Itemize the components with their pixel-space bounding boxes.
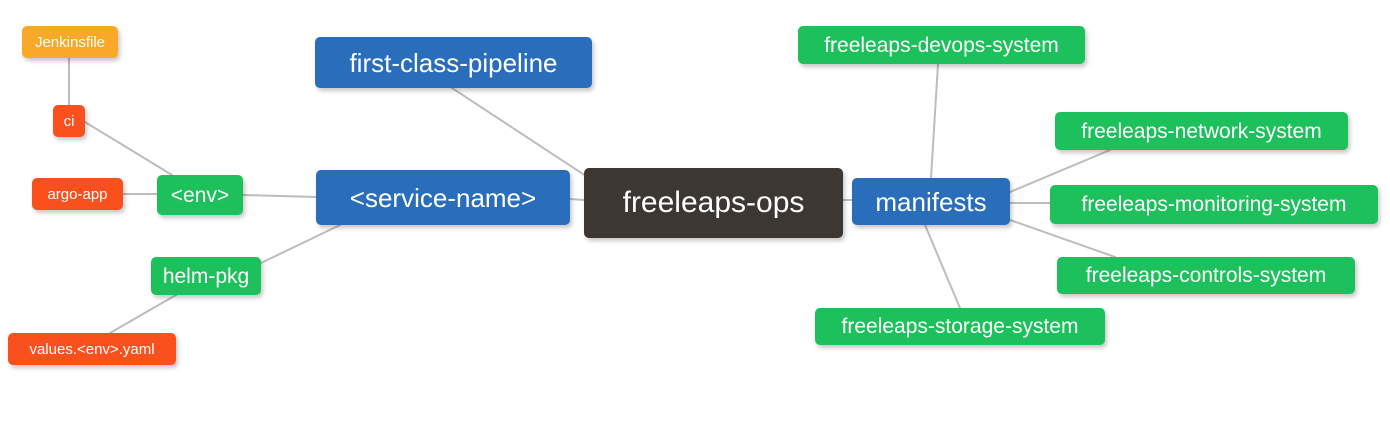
node-label-argo-app: argo-app <box>47 185 108 203</box>
node-label-ci: ci <box>63 112 75 130</box>
edge-service-name-to-env <box>242 194 317 198</box>
node-label-helm-pkg: helm-pkg <box>162 264 250 288</box>
node-label-freeleaps-storage-system: freeleaps-storage-system <box>841 315 1079 338</box>
edge-manifests-to-freeleaps-storage-system <box>924 224 961 309</box>
node-freeleaps-devops-system[interactable]: freeleaps-devops-system <box>798 26 1085 64</box>
edge-env-to-ci <box>84 121 173 176</box>
node-helm-pkg[interactable]: helm-pkg <box>151 257 261 295</box>
node-label-values-yaml: values.<env>.yaml <box>29 340 155 358</box>
node-label-freeleaps-network-system: freeleaps-network-system <box>1081 119 1322 143</box>
node-label-freeleaps-devops-system: freeleaps-devops-system <box>824 33 1059 57</box>
node-freeleaps-monitoring-system[interactable]: freeleaps-monitoring-system <box>1050 185 1378 224</box>
node-freeleaps-ops[interactable]: freeleaps-ops <box>584 168 843 238</box>
node-label-service-name: <service-name> <box>349 182 537 213</box>
edge-freeleaps-ops-to-service-name <box>569 198 585 201</box>
node-label-manifests: manifests <box>875 186 987 217</box>
node-label-freeleaps-monitoring-system: freeleaps-monitoring-system <box>1081 193 1347 216</box>
node-manifests[interactable]: manifests <box>852 178 1010 225</box>
node-values-yaml[interactable]: values.<env>.yaml <box>8 333 176 365</box>
edge-freeleaps-ops-to-first-class-pipeline <box>451 87 593 181</box>
node-env[interactable]: <env> <box>157 175 243 215</box>
node-service-name[interactable]: <service-name> <box>316 170 570 225</box>
node-label-env: <env> <box>170 183 230 207</box>
node-argo-app[interactable]: argo-app <box>32 178 123 210</box>
node-freeleaps-controls-system[interactable]: freeleaps-controls-system <box>1057 257 1355 294</box>
node-label-jenkinsfile: Jenkinsfile <box>34 33 106 51</box>
node-freeleaps-storage-system[interactable]: freeleaps-storage-system <box>815 308 1105 345</box>
node-first-class-pipeline[interactable]: first-class-pipeline <box>315 37 592 88</box>
edge-manifests-to-freeleaps-devops-system <box>930 63 939 179</box>
edge-helm-pkg-to-values-yaml <box>109 294 177 334</box>
node-label-freeleaps-ops: freeleaps-ops <box>622 186 805 219</box>
node-ci[interactable]: ci <box>53 105 85 137</box>
node-jenkinsfile[interactable]: Jenkinsfile <box>22 26 118 58</box>
edge-manifests-to-freeleaps-controls-system <box>1009 219 1116 258</box>
node-freeleaps-network-system[interactable]: freeleaps-network-system <box>1055 112 1348 150</box>
edge-service-name-to-helm-pkg <box>260 224 341 264</box>
node-label-freeleaps-controls-system: freeleaps-controls-system <box>1085 264 1327 287</box>
node-label-first-class-pipeline: first-class-pipeline <box>349 47 558 78</box>
